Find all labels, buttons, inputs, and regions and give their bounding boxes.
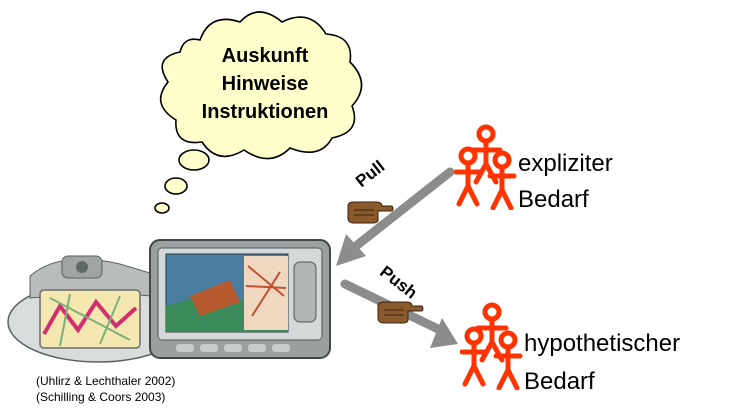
cloud-text: Auskunft Hinweise Instruktionen: [170, 44, 360, 128]
cloud-line-auskunft: Auskunft: [221, 45, 309, 67]
cloud-bubble-medium: [164, 177, 188, 195]
cloud-line-instruktionen: Instruktionen: [201, 101, 329, 123]
cloud-shape: [159, 11, 363, 160]
people-group-icon: [460, 302, 523, 390]
explicit-need-line1: expliziter: [518, 150, 613, 177]
cloud-bubble-small: [154, 202, 170, 214]
thought-cloud: [154, 11, 363, 214]
citation-uhlirz: (Uhlirz & Lechthaler 2002): [36, 374, 176, 388]
explicit-need-line2: Bedarf: [518, 186, 589, 213]
people-group-icon: [454, 124, 517, 210]
pull-arrowhead: [336, 234, 366, 266]
citation-schilling: (Schilling & Coors 2003): [36, 390, 166, 404]
cloud-line-hinweise: Hinweise: [221, 73, 309, 95]
push-arrowhead: [430, 318, 458, 348]
hypothetical-need-line2: Bedarf: [524, 368, 595, 395]
hypothetical-need-line1: hypothetischer: [524, 330, 681, 357]
pointing-hand-icon: [377, 301, 424, 324]
cloud-bubble-large: [178, 149, 210, 171]
pull-arrow-shaft: [351, 167, 455, 251]
pointing-hand-icon: [347, 201, 394, 224]
mobile-devices-illustration: [7, 239, 331, 363]
